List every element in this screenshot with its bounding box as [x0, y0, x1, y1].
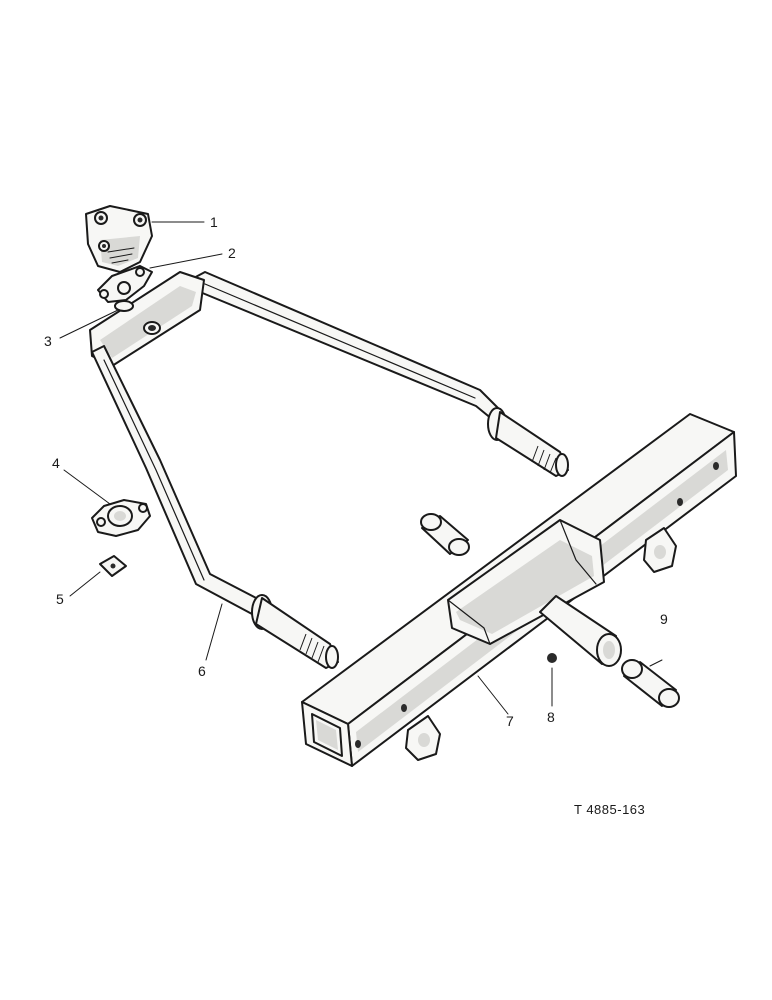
part-2-plate: [97, 265, 153, 303]
callout-2: 2: [228, 245, 236, 261]
part-5-square-washer: [99, 555, 127, 577]
part-3-spacer: [114, 300, 134, 312]
callout-5: 5: [56, 591, 64, 607]
callout-7: 7: [506, 713, 514, 729]
callout-8: 8: [547, 709, 555, 725]
part-9-bushing: [621, 659, 680, 708]
part-7-cross-beam: [301, 413, 737, 767]
callout-1: 1: [210, 214, 218, 230]
part-6-drawbar-frame: [89, 271, 569, 669]
part-4-flange-plate: [91, 499, 151, 537]
callout-4: 4: [52, 455, 60, 471]
callout-6: 6: [198, 663, 206, 679]
callout-3: 3: [44, 333, 52, 349]
callout-labels: 1 2 3 4 5 6 7 8 9: [44, 214, 668, 729]
callout-9: 9: [660, 611, 668, 627]
part-8-grease-nipple: [547, 653, 557, 663]
drawing-reference: T 4885-163: [574, 802, 645, 817]
part-1-clamp-bracket: [85, 205, 153, 273]
loose-sleeve: [420, 513, 470, 556]
leader-lines: [59, 221, 663, 715]
